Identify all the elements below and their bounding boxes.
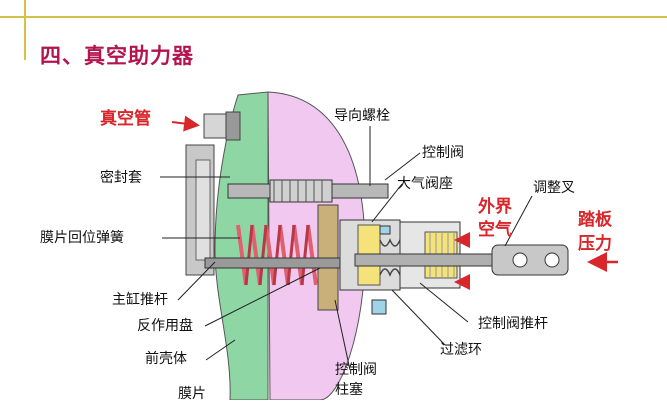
label-master-pushrod: 主缸推杆 bbox=[112, 292, 168, 308]
page-title: 四、真空助力器 bbox=[40, 43, 194, 68]
seal-block-2 bbox=[379, 225, 391, 235]
label-outside-air-1: 外界 bbox=[478, 197, 512, 217]
label-vacuum-pipe: 真空管 bbox=[100, 109, 151, 129]
label-pedal-force-1: 踏板 bbox=[578, 210, 612, 230]
mounting-plate-inner bbox=[195, 159, 211, 261]
adjust-fork-hole-1 bbox=[512, 252, 528, 268]
label-valve-plunger-2: 柱塞 bbox=[335, 382, 363, 398]
label-front-shell: 前壳体 bbox=[145, 351, 187, 367]
master-pushrod bbox=[204, 257, 356, 269]
label-filter-ring: 过滤环 bbox=[440, 342, 482, 358]
adjust-fork-hole-2 bbox=[544, 252, 560, 268]
guide-bolt-thread bbox=[273, 180, 323, 202]
label-diaphragm-spring: 膜片回位弹簧 bbox=[40, 230, 124, 246]
label-reaction-disc: 反作用盘 bbox=[137, 318, 193, 334]
frame-left-line bbox=[24, 0, 26, 60]
frame-top-line bbox=[0, 16, 667, 18]
label-air-valve-seat: 大气阀座 bbox=[397, 176, 453, 192]
vacuum-pipe-end bbox=[225, 111, 241, 141]
seal-block bbox=[371, 299, 387, 315]
adjust-fork bbox=[491, 244, 569, 276]
label-control-pushrod: 控制阀推杆 bbox=[478, 316, 548, 332]
label-outside-air-2: 空气 bbox=[478, 220, 512, 240]
label-guide-bolt: 导向螺栓 bbox=[334, 108, 390, 124]
label-adjust-fork: 调整叉 bbox=[533, 180, 575, 196]
label-pedal-force-2: 压力 bbox=[578, 234, 612, 254]
vacuum-pipe-arrow bbox=[171, 115, 200, 132]
return-spring bbox=[236, 224, 318, 286]
guide-bolt-ribs bbox=[269, 179, 333, 203]
leader-lines bbox=[160, 126, 533, 371]
label-valve-plunger-1: 控制阀 bbox=[335, 362, 377, 378]
label-control-valve: 控制阀 bbox=[422, 145, 464, 161]
label-diaphragm: 膜片 bbox=[178, 386, 206, 402]
label-seal-sleeve: 密封套 bbox=[100, 170, 142, 186]
control-pushrod bbox=[354, 253, 506, 267]
